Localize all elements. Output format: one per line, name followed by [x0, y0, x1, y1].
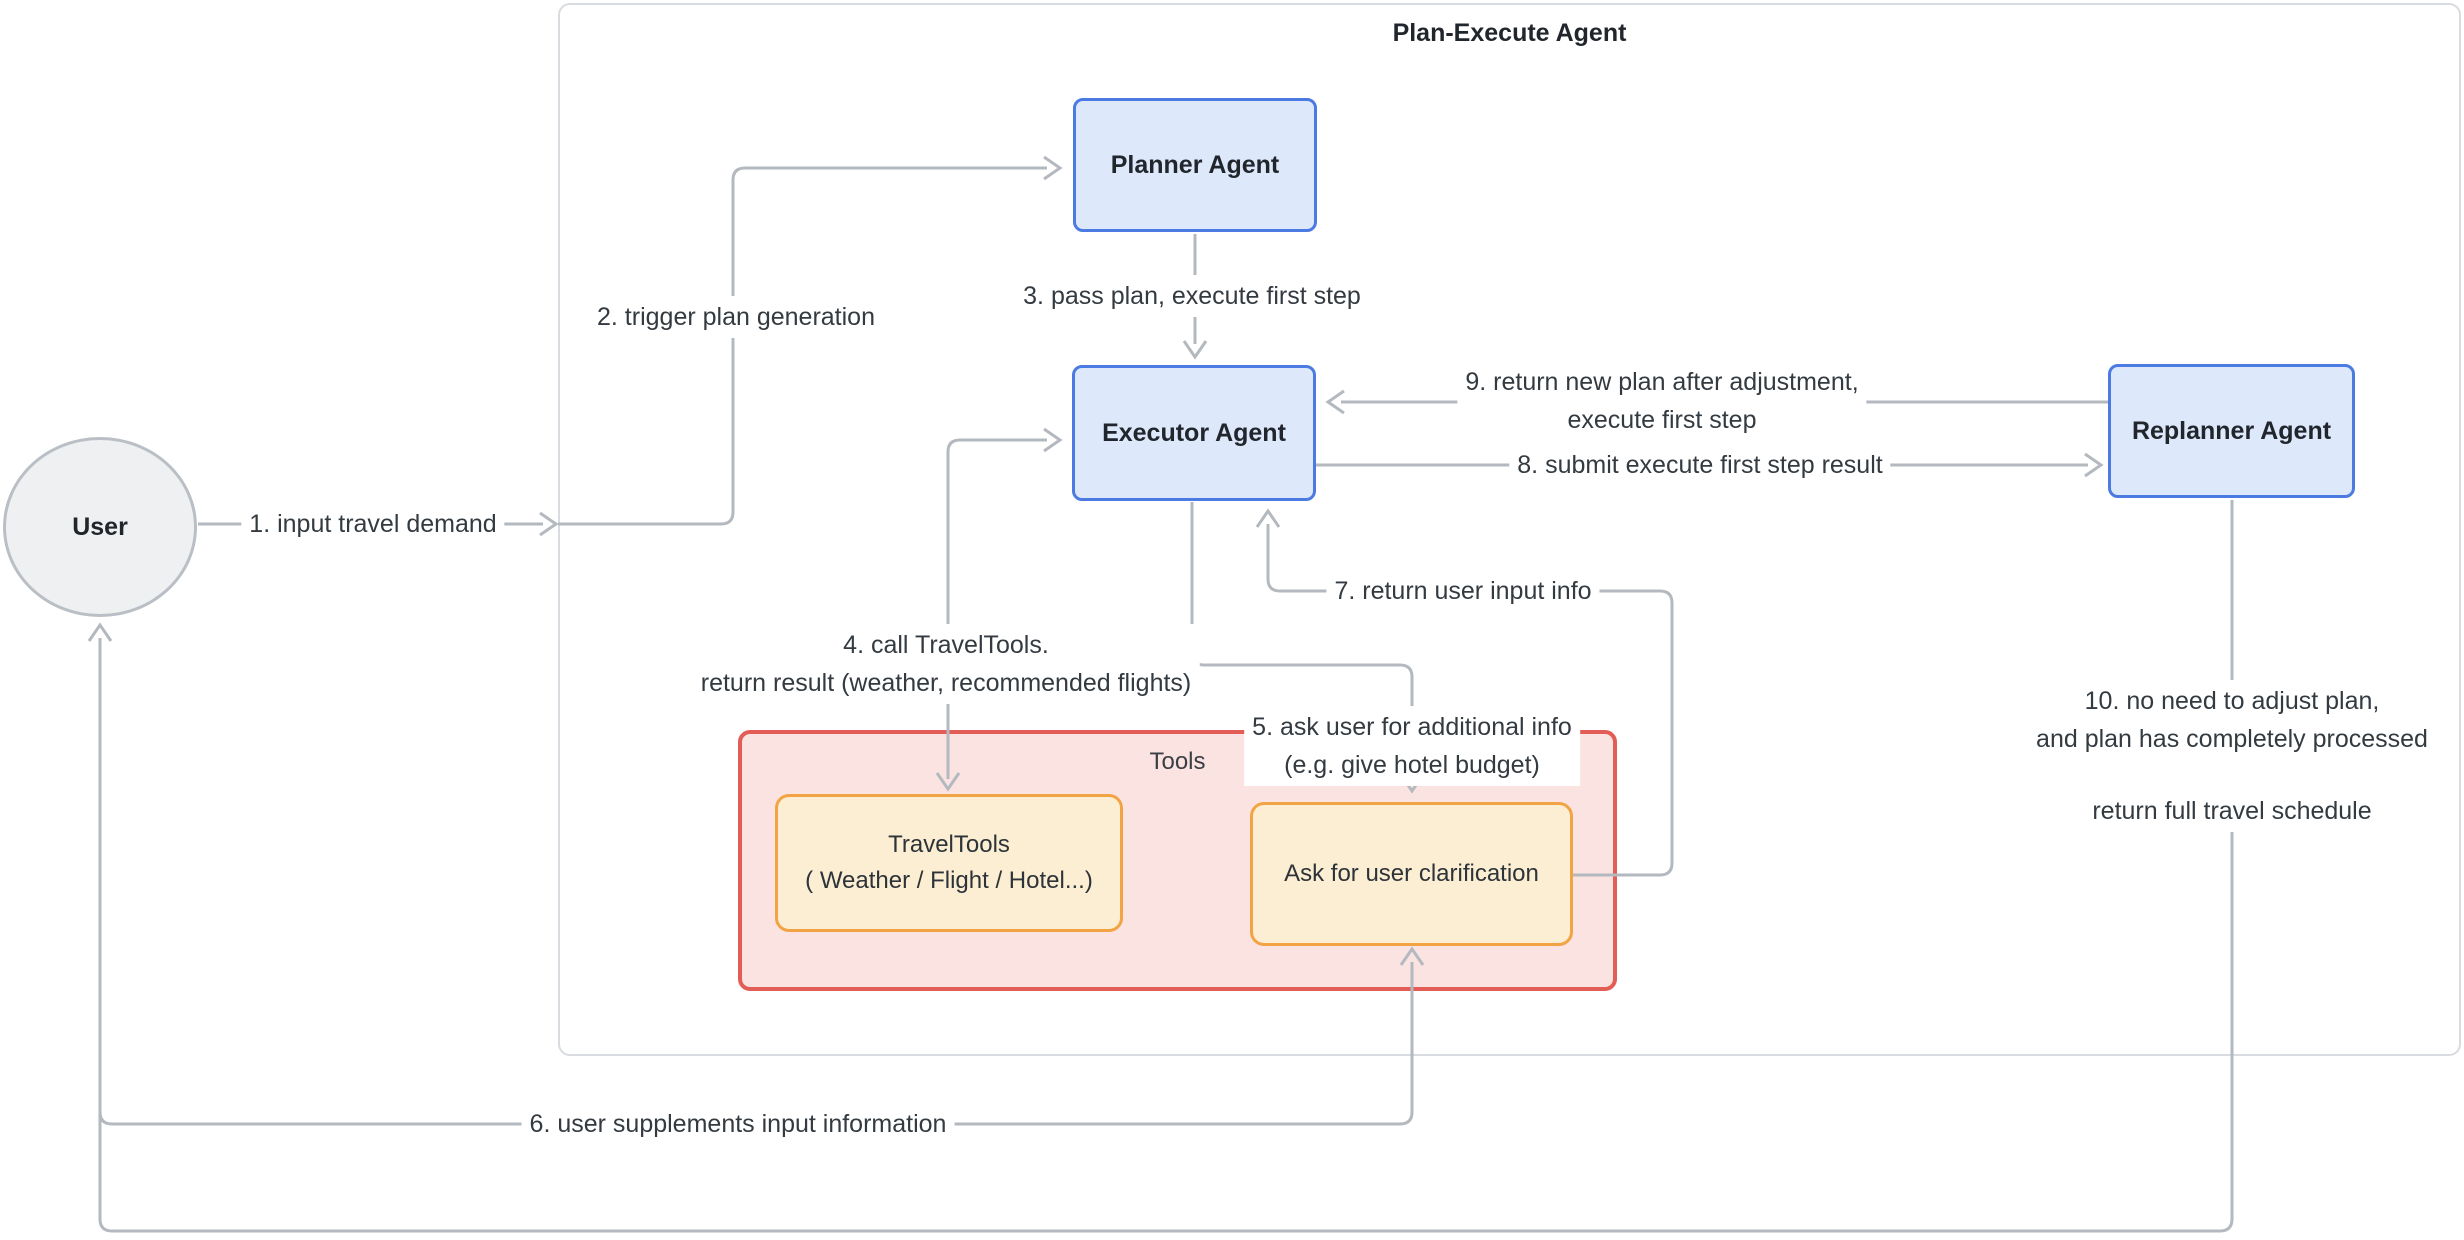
node-replanner-label: Replanner Agent: [2131, 416, 2332, 445]
edge-label-2: 2. trigger plan generation: [589, 296, 883, 338]
node-user-label: User: [72, 512, 128, 541]
edge-label-9-line2: execute first step: [1567, 406, 1757, 434]
node-traveltools: TravelTools ( Weather / Flight / Hotel..…: [775, 794, 1123, 932]
edge-return-user-input: [1255, 508, 1674, 877]
edge-label-5-line1: 5. ask user for additional info: [1252, 713, 1572, 741]
edge-label-10-line3: return full travel schedule: [2092, 797, 2372, 825]
edge-label-4-line2: return result (weather, recommended flig…: [700, 669, 1192, 697]
edge-label-6: 6. user supplements input information: [521, 1103, 955, 1145]
diagram-title: Plan-Execute Agent: [1392, 19, 1627, 47]
edge-label-4-line1: 4. call TravelTools.: [843, 631, 1049, 659]
edge-label-4: 4. call TravelTools. return result (weat…: [692, 624, 1200, 704]
edge-label-10-line2: and plan has completely processed: [2036, 725, 2428, 753]
node-planner-label: Planner Agent: [1110, 150, 1280, 179]
edge-return-full-schedule: [87, 500, 2234, 1233]
edge-user-supplements: [98, 642, 1425, 1126]
edge-label-9-line1: 9. return new plan after adjustment,: [1465, 368, 1859, 396]
node-traveltools-line2: ( Weather / Flight / Hotel...): [805, 867, 1093, 894]
node-traveltools-label: TravelTools ( Weather / Flight / Hotel..…: [805, 827, 1093, 899]
edge-label-8: 8. submit execute first step result: [1509, 444, 1891, 486]
node-traveltools-line1: TravelTools: [888, 831, 1010, 858]
edge-label-10-spacer: [2036, 758, 2428, 792]
edge-label-9: 9. return new plan after adjustment, exe…: [1457, 361, 1867, 441]
edge-label-5-line2: (e.g. give hotel budget): [1284, 751, 1540, 779]
node-executor-agent: Executor Agent: [1072, 365, 1316, 501]
edge-label-7: 7. return user input info: [1326, 570, 1600, 612]
tools-group-label: Tools: [1149, 748, 1206, 775]
edge-label-3: 3. pass plan, execute first step: [1015, 275, 1369, 317]
edge-label-5: 5. ask user for additional info (e.g. gi…: [1244, 706, 1580, 786]
edge-label-10-line1: 10. no need to adjust plan,: [2084, 687, 2380, 715]
node-planner-agent: Planner Agent: [1073, 98, 1317, 232]
node-user: User: [3, 437, 197, 617]
node-ask-user-clarification: Ask for user clarification: [1250, 802, 1573, 946]
edge-call-traveltools: [935, 427, 1063, 792]
node-replanner-agent: Replanner Agent: [2108, 364, 2355, 498]
node-ask-label: Ask for user clarification: [1284, 860, 1539, 887]
edge-label-1: 1. input travel demand: [241, 503, 505, 545]
node-executor-label: Executor Agent: [1102, 418, 1286, 447]
edge-label-10: 10. no need to adjust plan, and plan has…: [2028, 680, 2436, 832]
edge-trigger-plan-generation: [558, 155, 1063, 526]
